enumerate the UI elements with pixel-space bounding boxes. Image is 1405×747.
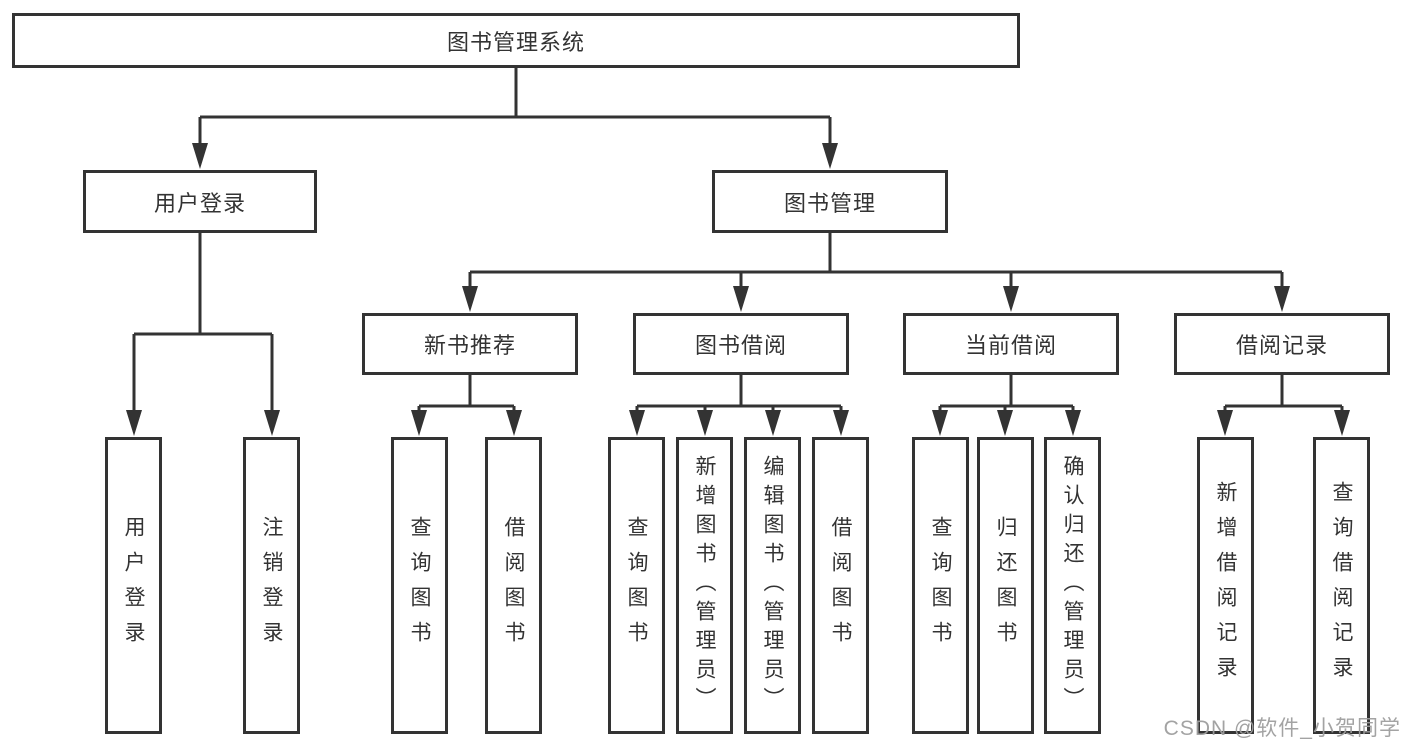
leaf-cb-confirm-return-admin-label: 确认归还（管理员） <box>1061 455 1084 716</box>
node-book-borrowing-label: 图书借阅 <box>694 333 787 358</box>
leaf-bb-add-books-admin-label: 新增图书（管理员） <box>693 455 716 716</box>
node-user-login-label: 用户登录 <box>153 190 246 216</box>
node-current-borrowing: 当前借阅 <box>903 313 1119 375</box>
leaf-bb-borrow-books: 借阅图书 <box>812 437 869 734</box>
node-borrowing-records-label: 借阅记录 <box>1235 333 1328 358</box>
node-book-borrowing: 图书借阅 <box>633 313 849 375</box>
node-new-book-recommend: 新书推荐 <box>362 313 578 375</box>
leaf-cb-query-books: 查询图书 <box>912 437 969 734</box>
csdn-watermark: CSDN @软件_小贺同学 <box>1163 717 1401 740</box>
leaf-bb-borrow-books-label: 借阅图书 <box>829 515 852 656</box>
leaf-cb-confirm-return-admin: 确认归还（管理员） <box>1044 437 1101 734</box>
leaf-logout-label: 注销登录 <box>260 515 283 656</box>
leaf-br-add-record-label: 新增借阅记录 <box>1214 480 1237 691</box>
node-root: 图书管理系统 <box>12 13 1020 68</box>
node-book-management: 图书管理 <box>712 170 948 233</box>
leaf-br-query-record-label: 查询借阅记录 <box>1330 480 1353 691</box>
leaf-cb-return-books-label: 归还图书 <box>994 515 1017 656</box>
node-book-management-label: 图书管理 <box>783 190 876 216</box>
node-current-borrowing-label: 当前借阅 <box>964 333 1057 358</box>
leaf-cb-return-books: 归还图书 <box>977 437 1034 734</box>
node-borrowing-records: 借阅记录 <box>1174 313 1390 375</box>
node-root-label: 图书管理系统 <box>446 29 585 55</box>
leaf-cb-query-books-label: 查询图书 <box>929 515 952 656</box>
leaf-br-add-record: 新增借阅记录 <box>1197 437 1254 734</box>
leaf-nbr-query-books-label: 查询图书 <box>408 515 431 656</box>
leaf-bb-add-books-admin: 新增图书（管理员） <box>676 437 733 734</box>
leaf-nbr-query-books: 查询图书 <box>391 437 448 734</box>
node-user-login: 用户登录 <box>83 170 317 233</box>
node-new-book-recommend-label: 新书推荐 <box>423 333 516 358</box>
leaf-bb-query-books-label: 查询图书 <box>625 515 648 656</box>
leaf-user-login: 用户登录 <box>105 437 162 734</box>
leaf-nbr-borrow-books: 借阅图书 <box>485 437 542 734</box>
leaf-user-login-label: 用户登录 <box>122 515 145 656</box>
leaf-bb-edit-books-admin-label: 编辑图书（管理员） <box>761 455 784 716</box>
leaf-br-query-record: 查询借阅记录 <box>1313 437 1370 734</box>
leaf-bb-edit-books-admin: 编辑图书（管理员） <box>744 437 801 734</box>
leaf-logout: 注销登录 <box>243 437 300 734</box>
leaf-nbr-borrow-books-label: 借阅图书 <box>502 515 525 656</box>
leaf-bb-query-books: 查询图书 <box>608 437 665 734</box>
